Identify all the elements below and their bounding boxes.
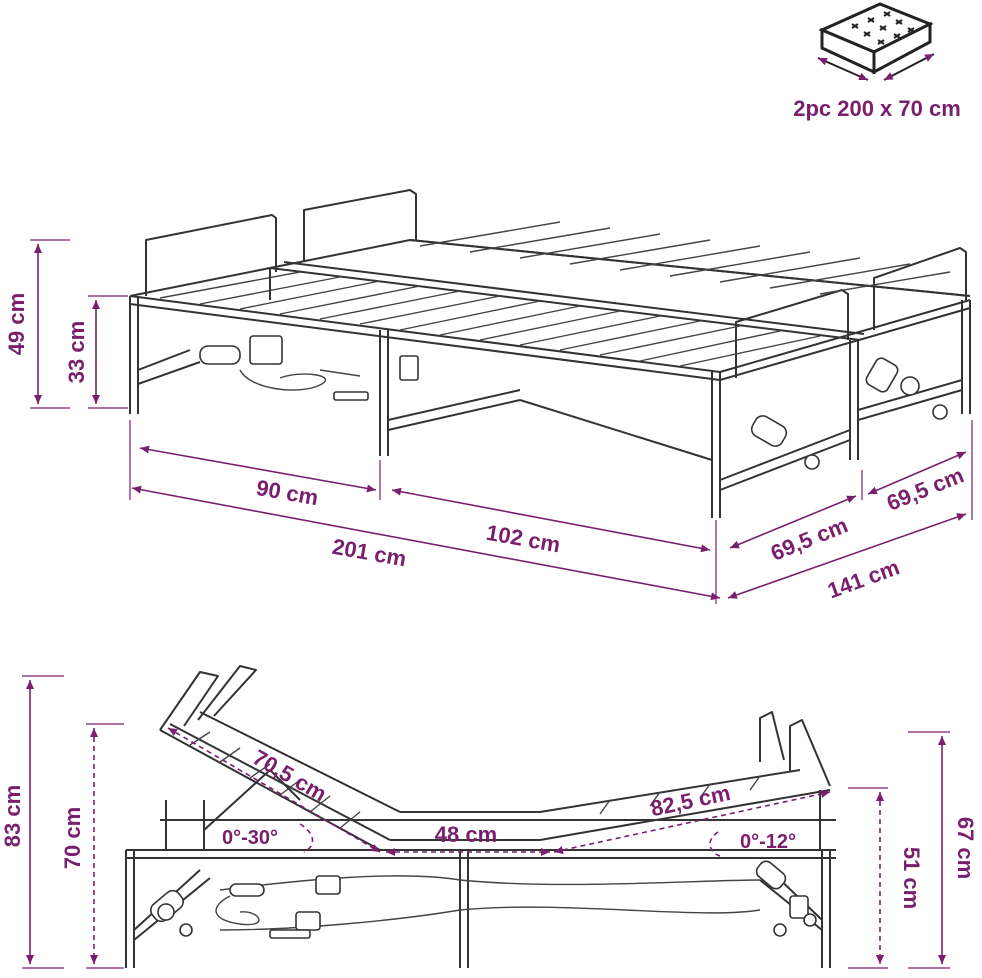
mattress-icon	[817, 2, 935, 81]
mattress-spec-label: 2pc 200 x 70 cm	[793, 96, 961, 121]
motor-right	[750, 357, 948, 470]
dim-foot-section-length: 82,5 cm	[648, 780, 732, 821]
dim-section-b-length: 102 cm	[484, 520, 562, 558]
dim-head-section-length: 70,5 cm	[249, 744, 331, 806]
bed-frame-side	[125, 665, 836, 968]
dim-head-angle-range: 0°-30°	[222, 827, 278, 849]
dim-bed-width-front: 69,5 cm	[767, 512, 851, 565]
dim-foot-raised-height: 67 cm	[953, 817, 978, 879]
dim-total-width: 141 cm	[824, 554, 903, 603]
dim-foot-frame-height: 51 cm	[899, 847, 924, 909]
bed-frame-perspective	[129, 189, 971, 518]
dim-frame-height: 33 cm	[64, 321, 89, 383]
dim-total-height: 49 cm	[4, 293, 29, 355]
dim-middle-section-length: 48 cm	[435, 822, 497, 847]
dim-section-a-length: 90 cm	[254, 475, 320, 510]
dim-foot-angle-range: 0°-12°	[740, 831, 796, 853]
side-view-dimensions: 83 cm 70 cm 70,5 cm 0°-30° 48 cm 82,5 cm…	[0, 675, 978, 969]
motor-left	[199, 335, 419, 401]
slats	[159, 221, 951, 367]
motor-side-left	[150, 875, 341, 939]
dim-head-raised-inner-height: 70 cm	[60, 807, 85, 869]
motor-side-right	[755, 860, 817, 937]
dim-total-length: 201 cm	[330, 534, 408, 572]
dim-head-raised-height: 83 cm	[0, 785, 25, 847]
